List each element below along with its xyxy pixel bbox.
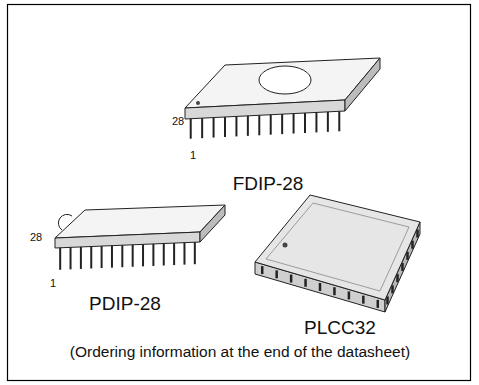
chip-end bbox=[200, 205, 225, 242]
pin bbox=[194, 242, 196, 264]
pin-number: 28 bbox=[30, 232, 42, 243]
j-lead bbox=[377, 300, 380, 308]
package-name: FDIP-28 bbox=[233, 174, 304, 193]
frame-border bbox=[8, 5, 471, 381]
pin bbox=[132, 245, 134, 267]
j-lead bbox=[275, 270, 278, 278]
pin bbox=[80, 247, 82, 269]
eprom-window bbox=[259, 66, 311, 94]
pin bbox=[201, 118, 203, 138]
pin bbox=[111, 246, 113, 268]
j-lead bbox=[304, 279, 307, 287]
j-lead bbox=[362, 296, 365, 304]
j-lead bbox=[411, 241, 414, 249]
pin-number: 1 bbox=[190, 150, 196, 161]
package-name: PLCC32 bbox=[304, 318, 376, 337]
pin bbox=[338, 111, 340, 131]
j-lead bbox=[319, 283, 322, 291]
pin bbox=[142, 244, 144, 266]
pin bbox=[152, 244, 154, 266]
chip-notch bbox=[58, 214, 72, 230]
pin bbox=[121, 245, 123, 267]
pin bbox=[173, 243, 175, 265]
pin bbox=[327, 112, 329, 132]
pin bbox=[101, 246, 103, 268]
chip-top bbox=[255, 195, 420, 300]
pin bbox=[235, 116, 237, 136]
pin bbox=[304, 113, 306, 133]
j-lead bbox=[391, 285, 394, 293]
chip-bevel bbox=[266, 203, 409, 291]
pin bbox=[224, 117, 226, 137]
pdip-chip bbox=[55, 205, 225, 270]
note-text: (Ordering information at the end of the … bbox=[70, 344, 410, 360]
j-lead bbox=[416, 230, 419, 238]
pin bbox=[163, 244, 165, 266]
pin bbox=[190, 119, 192, 139]
pin bbox=[213, 118, 215, 138]
pin bbox=[293, 114, 295, 134]
chip-end bbox=[345, 58, 380, 111]
pin bbox=[90, 247, 92, 269]
pin1-dot bbox=[283, 243, 288, 248]
j-lead bbox=[401, 263, 404, 271]
j-lead bbox=[386, 296, 389, 304]
j-lead bbox=[396, 274, 399, 282]
j-lead bbox=[406, 252, 409, 260]
plcc-chip bbox=[255, 195, 420, 312]
j-lead bbox=[333, 287, 336, 295]
fdip-chip bbox=[185, 58, 380, 139]
pin bbox=[247, 116, 249, 136]
pin-number: 1 bbox=[50, 278, 56, 289]
pin bbox=[270, 115, 272, 135]
j-lead bbox=[261, 266, 264, 274]
package-name: PDIP-28 bbox=[89, 294, 161, 313]
j-lead bbox=[290, 275, 293, 283]
pin bbox=[183, 243, 185, 265]
pin bbox=[315, 112, 317, 132]
pin-number: 28 bbox=[172, 116, 184, 127]
chip-side bbox=[55, 232, 200, 248]
pin bbox=[258, 115, 260, 135]
pin bbox=[70, 247, 72, 269]
pin1-dot bbox=[196, 101, 200, 105]
chip-side bbox=[185, 100, 345, 119]
j-lead bbox=[348, 291, 351, 299]
pin bbox=[281, 114, 283, 134]
pin bbox=[59, 248, 61, 270]
